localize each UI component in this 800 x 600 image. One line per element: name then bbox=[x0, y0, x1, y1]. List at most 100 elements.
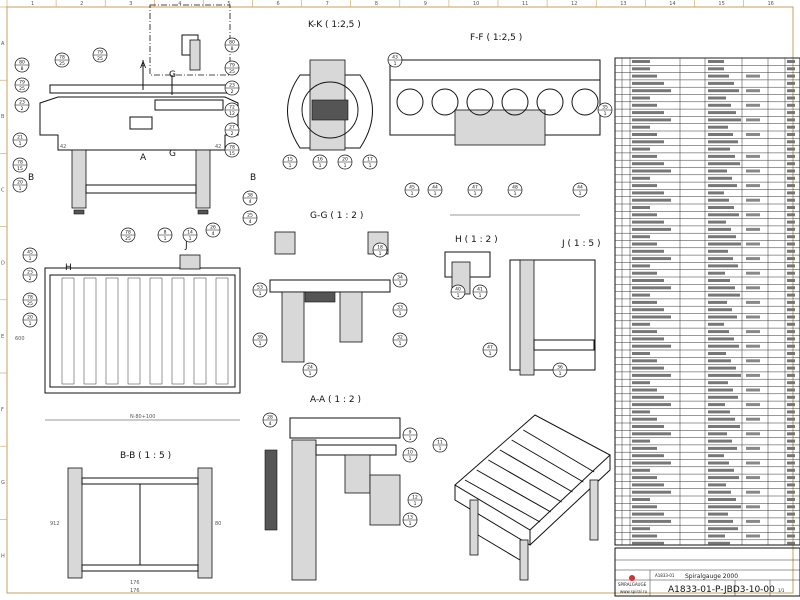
balloon-quantity: 1 bbox=[409, 456, 412, 462]
part-balloon: 391 bbox=[252, 332, 268, 348]
balloon-item-number: 40 bbox=[455, 287, 461, 293]
dimension: N·80+100 bbox=[130, 414, 155, 420]
company-website: www.spiral.ru bbox=[620, 589, 648, 594]
isometric-view bbox=[454, 414, 611, 581]
balloon-item-number: 43 bbox=[392, 55, 398, 61]
balloon-item-number: 25 bbox=[247, 213, 253, 219]
part-balloon: 401 bbox=[450, 284, 466, 300]
frame-row-label: H bbox=[1, 553, 5, 559]
balloon-quantity: 12 bbox=[229, 111, 235, 117]
balloon-item-number: 23 bbox=[19, 100, 25, 106]
frame-row-label: A bbox=[1, 41, 5, 47]
balloon-item-number: 78 bbox=[125, 230, 131, 236]
part-balloon: 451 bbox=[22, 247, 38, 263]
balloon-quantity: 1 bbox=[259, 341, 262, 347]
frame-column-label: 13 bbox=[620, 1, 626, 7]
part-balloon: 201 bbox=[12, 177, 28, 193]
view-label-bb: B-B ( 1 : 5 ) bbox=[120, 451, 171, 461]
balloon-quantity: 1 bbox=[399, 311, 402, 317]
balloon-item-number: 45 bbox=[409, 185, 415, 191]
view-label-h: H ( 1 : 2 ) bbox=[455, 235, 498, 245]
frame-row-label: E bbox=[1, 334, 4, 340]
part-code: A1833-01 bbox=[655, 573, 675, 578]
view-label-ff: F-F ( 1:2,5 ) bbox=[470, 33, 522, 43]
view-label-j: J ( 1 : 5 ) bbox=[561, 239, 600, 249]
part-balloon: 241 bbox=[302, 362, 318, 378]
balloon-quantity: 8 bbox=[21, 66, 24, 72]
frame-column-label: 6 bbox=[277, 1, 280, 7]
balloon-quantity: 1 bbox=[19, 141, 22, 147]
balloon-quantity: 1 bbox=[604, 111, 607, 117]
balloon-quantity: 2 bbox=[21, 106, 24, 112]
section-mark-a: A bbox=[140, 153, 147, 163]
part-balloon: 284 bbox=[262, 412, 278, 428]
frame-column-label: 1 bbox=[31, 1, 34, 7]
part-balloon: 264 bbox=[205, 222, 221, 238]
balloon-quantity: 1 bbox=[189, 236, 192, 242]
dimension: 176 bbox=[130, 580, 140, 586]
part-balloon: 351 bbox=[597, 102, 613, 118]
part-balloon: 111 bbox=[432, 437, 448, 453]
balloon-quantity: 1 bbox=[414, 501, 417, 507]
frame-column-label: 4 bbox=[178, 1, 181, 7]
balloon-item-number: 44 bbox=[432, 185, 438, 191]
balloon-item-number: 27 bbox=[229, 125, 235, 131]
balloon-item-number: 10 bbox=[407, 450, 413, 456]
balloon-item-number: 17 bbox=[367, 157, 373, 163]
balloon-quantity: 1 bbox=[19, 186, 22, 192]
balloon-quantity: 1 bbox=[319, 163, 322, 169]
balloon-item-number: 72 bbox=[229, 105, 235, 111]
balloon-item-number: 15 bbox=[287, 157, 293, 163]
balloon-quantity: 1 bbox=[514, 191, 517, 197]
balloon-quantity: 1 bbox=[559, 371, 562, 377]
balloon-quantity: 4 bbox=[269, 421, 272, 427]
balloon-quantity: 1 bbox=[29, 256, 32, 262]
product-name: Spiralgauge 2000 bbox=[685, 573, 738, 580]
balloon-item-number: 80 bbox=[229, 40, 235, 46]
balloon-quantity: 25 bbox=[59, 61, 65, 67]
part-balloon: 808 bbox=[224, 37, 240, 53]
detail-view-j: J ( 1 : 5 ) bbox=[509, 239, 600, 376]
balloon-item-number: 33 bbox=[397, 305, 403, 311]
part-balloon: 272 bbox=[224, 122, 240, 138]
frame-column-label: 3 bbox=[129, 1, 132, 7]
sheet-number: 1/1 bbox=[778, 588, 785, 593]
balloon-quantity: 2 bbox=[29, 276, 32, 282]
balloon-quantity: 1 bbox=[409, 436, 412, 442]
part-balloon: 361 bbox=[552, 362, 568, 378]
balloon-quantity: 1 bbox=[489, 351, 492, 357]
part-balloon: 101 bbox=[402, 447, 418, 463]
frame-column-label: 9 bbox=[424, 1, 427, 7]
frame-column-label: 11 bbox=[522, 1, 528, 7]
frame-row-label: C bbox=[1, 187, 5, 193]
detail-view-h: H ( 1 : 2 ) bbox=[444, 235, 498, 295]
frame-column-label: 15 bbox=[718, 1, 724, 7]
part-balloon: 441 bbox=[427, 182, 443, 198]
dimension: 42 bbox=[60, 144, 66, 150]
balloon-quantity: 4 bbox=[249, 219, 252, 225]
balloon-item-number: 47 bbox=[472, 185, 478, 191]
drawing-number: A1833-01-P-JBD3-10-00 bbox=[668, 585, 775, 595]
part-balloon: 471 bbox=[467, 182, 483, 198]
part-balloon: 181 bbox=[372, 242, 388, 258]
section-view-aa: A-A ( 1 : 2 ) bbox=[264, 395, 401, 581]
balloon-item-number: 14 bbox=[187, 230, 193, 236]
section-mark-b: B bbox=[250, 173, 256, 183]
dimension: 600 bbox=[15, 336, 25, 342]
frame-row-label: B bbox=[1, 114, 5, 120]
balloon-quantity: 1 bbox=[457, 293, 460, 299]
frame-column-label: 14 bbox=[669, 1, 675, 7]
section-mark-g: G bbox=[169, 149, 176, 159]
frame-column-label: 5 bbox=[227, 1, 230, 7]
balloon-quantity: 2 bbox=[231, 131, 234, 137]
company-name: SPIRALGAUGE bbox=[618, 582, 647, 587]
view-label-aa: A-A ( 1 : 2 ) bbox=[310, 395, 361, 405]
balloon-item-number: 26 bbox=[210, 225, 216, 231]
balloon-quantity: 1 bbox=[399, 281, 402, 287]
frame-column-label: 7 bbox=[326, 1, 329, 7]
balloon-item-number: 45 bbox=[27, 250, 33, 256]
